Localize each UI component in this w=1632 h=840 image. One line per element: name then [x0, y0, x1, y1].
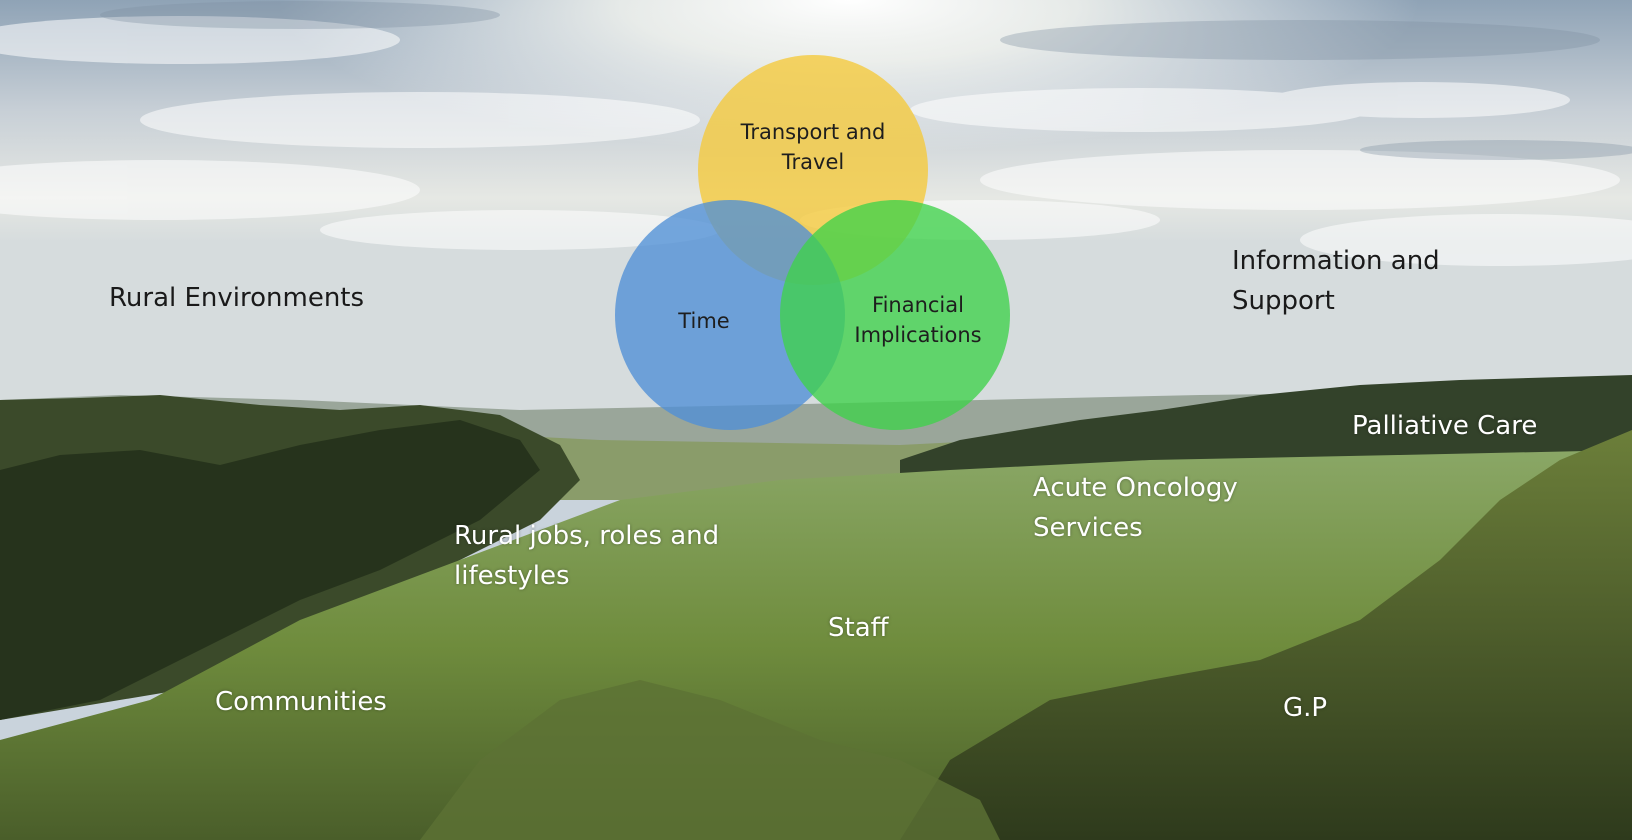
right-treeline [900, 375, 1632, 475]
venn-circle-financial [780, 200, 1010, 430]
clouds [0, 16, 1632, 266]
label-staff: Staff [828, 613, 889, 643]
venn-circle-time [615, 200, 845, 430]
label-rural-jobs: Rural jobs, roles and lifestyles [454, 521, 720, 591]
label-information-support: Information and Support [1232, 246, 1440, 316]
label-gp: G.P [1283, 693, 1328, 723]
label-acute-oncology: Acute Oncology Services [1033, 473, 1238, 543]
foreground-hedge [900, 430, 1632, 840]
clouds-shade [100, 1, 1632, 160]
venn-label-time: Time [678, 309, 730, 333]
left-trees-dark [0, 420, 540, 720]
label-palliative-care: Palliative Care [1352, 411, 1538, 441]
venn-label-transport: Transport and Travel [740, 120, 886, 174]
label-rural-environments: Rural Environments [109, 283, 365, 313]
venn-label-financial: Financial Implications [854, 293, 982, 347]
label-communities: Communities [215, 687, 387, 717]
foreground-grass [420, 680, 1000, 840]
